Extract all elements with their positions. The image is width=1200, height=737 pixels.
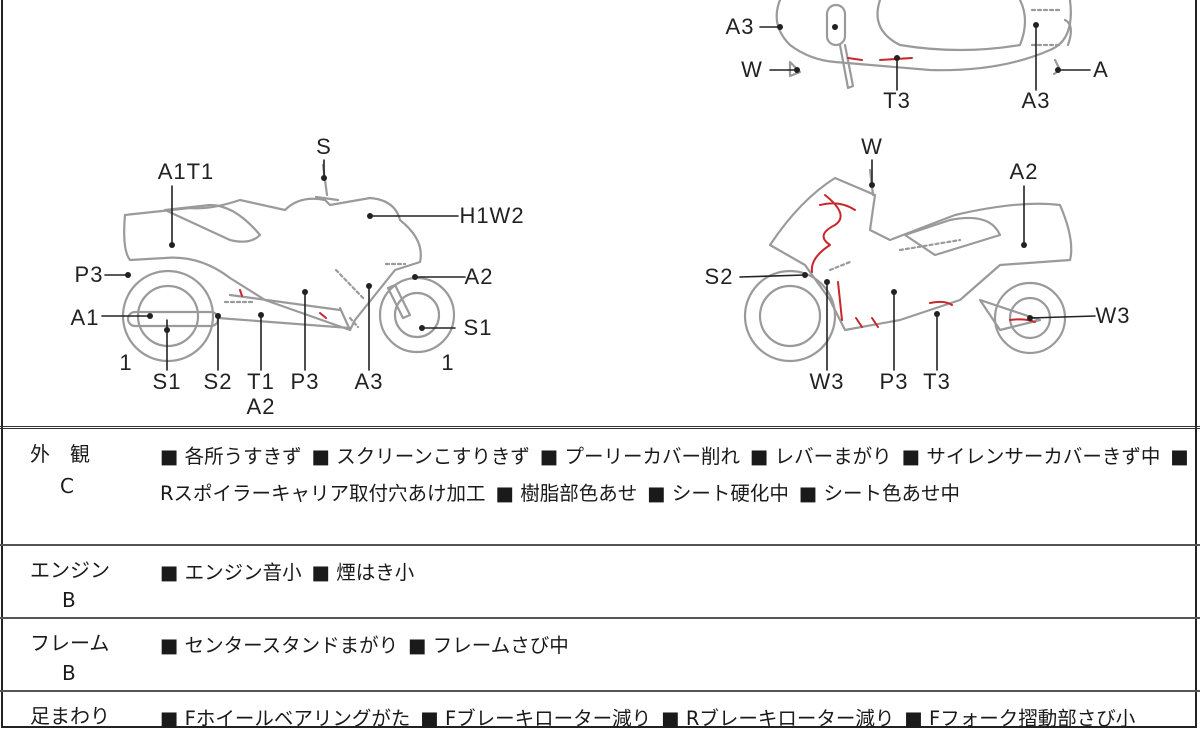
left-label-a1t1: A1T1: [157, 159, 215, 184]
top-label-t3: T3: [883, 88, 911, 113]
marker-dots: [125, 22, 1061, 333]
top-label-a3-front: A3: [725, 14, 755, 39]
left-label-s1-rear: S1: [152, 369, 182, 394]
top-label-a3-rear: A3: [1021, 88, 1051, 113]
list-item: フレームさび中: [408, 634, 569, 657]
section-category: フレーム: [30, 631, 110, 655]
damage-diagram: A3 W T3 A3 A S A1T1 H1W2 P3 A2 A1 S1 1 1…: [70, 0, 1131, 419]
list-item: シート硬化中: [647, 482, 789, 505]
section-grade: B: [62, 661, 76, 685]
list-item: 樹脂部色あせ: [496, 482, 638, 505]
right-side-scooter: [743, 168, 1073, 363]
section-items: Fホイールベアリングがた Fブレーキローター減り Rブレーキローター減り Fフォーク摺…: [160, 700, 1190, 737]
row-divider: [0, 617, 1200, 619]
left-label-s: S: [316, 134, 332, 159]
list-item: Fブレーキローター減り: [420, 707, 651, 730]
left-label-a2-front: A2: [464, 264, 494, 289]
section-frame: フレーム B センタースタンドまがりフレームさび中: [0, 619, 1200, 689]
scooter-drawings: [101, 0, 1096, 371]
list-item: 煙はき小: [312, 561, 415, 584]
left-label-1-rear: 1: [119, 350, 133, 375]
section-suspension: 足まわり Fホイールベアリングがた Fブレーキローター減り Rブレーキローター減り F…: [0, 692, 1200, 732]
list-item: シート色あせ中: [799, 482, 960, 505]
left-label-s2: S2: [203, 369, 233, 394]
left-label-a3: A3: [354, 369, 384, 394]
list-item: Fホイールベアリングがた: [160, 707, 410, 730]
right-label-w3: W3: [809, 369, 845, 394]
diagram-divider: [0, 426, 1200, 429]
right-label-p3: P3: [879, 369, 909, 394]
left-label-p3: P3: [290, 369, 320, 394]
top-label-a: A: [1093, 57, 1109, 82]
right-label-t3: T3: [923, 369, 951, 394]
left-label-a1: A1: [70, 305, 100, 330]
left-label-s1-front: S1: [463, 315, 493, 340]
left-label-p3-rear: P3: [74, 262, 104, 287]
right-label-a2: A2: [1009, 159, 1039, 184]
right-label-s2: S2: [704, 264, 734, 289]
section-grade: B: [62, 588, 76, 612]
left-label-1-front: 1: [441, 350, 455, 375]
list-item: サイレンサーカバーきず中: [902, 445, 1161, 468]
top-view-scooter: [775, 0, 1072, 90]
row-divider: [0, 690, 1200, 692]
left-label-a2-floor: A2: [246, 394, 276, 419]
section-category: 足まわり: [30, 704, 110, 728]
section-items: センタースタンドまがりフレームさび中: [160, 627, 1190, 664]
row-divider: [0, 544, 1200, 546]
list-item: レバーまがり: [750, 445, 892, 468]
section-category: エンジン: [30, 558, 110, 582]
leader-lines: [101, 24, 1096, 371]
list-item: Rブレーキローター減り: [661, 707, 894, 730]
section-items: 各所うすきずスクリーンこすりきずプーリーカバー削れレバーまがりサイレンサーカバー…: [160, 438, 1190, 512]
list-item: 各所うすきず: [160, 445, 302, 468]
list-item: エンジン音小: [160, 561, 302, 584]
list-item: プーリーカバー削れ: [540, 445, 740, 468]
section-grade: C: [60, 474, 74, 498]
right-label-w: W: [861, 134, 883, 159]
list-item: センタースタンドまがり: [160, 634, 398, 657]
section-items: エンジン音小煙はき小: [160, 554, 1190, 591]
section-exterior: 外 観 C 各所うすきずスクリーンこすりきずプーリーカバー削れレバーまがりサイレ…: [0, 430, 1200, 544]
left-label-t1: T1: [247, 369, 275, 394]
left-label-h1w2: H1W2: [459, 203, 525, 228]
section-engine: エンジン B エンジン音小煙はき小: [0, 546, 1200, 616]
list-item: スクリーンこすりきず: [312, 445, 530, 468]
top-label-w: W: [741, 57, 763, 82]
list-item: Fフォーク摺動部さび小: [904, 707, 1135, 730]
section-category: 外 観: [30, 442, 90, 466]
right-label-w3-rear: W3: [1095, 303, 1131, 328]
